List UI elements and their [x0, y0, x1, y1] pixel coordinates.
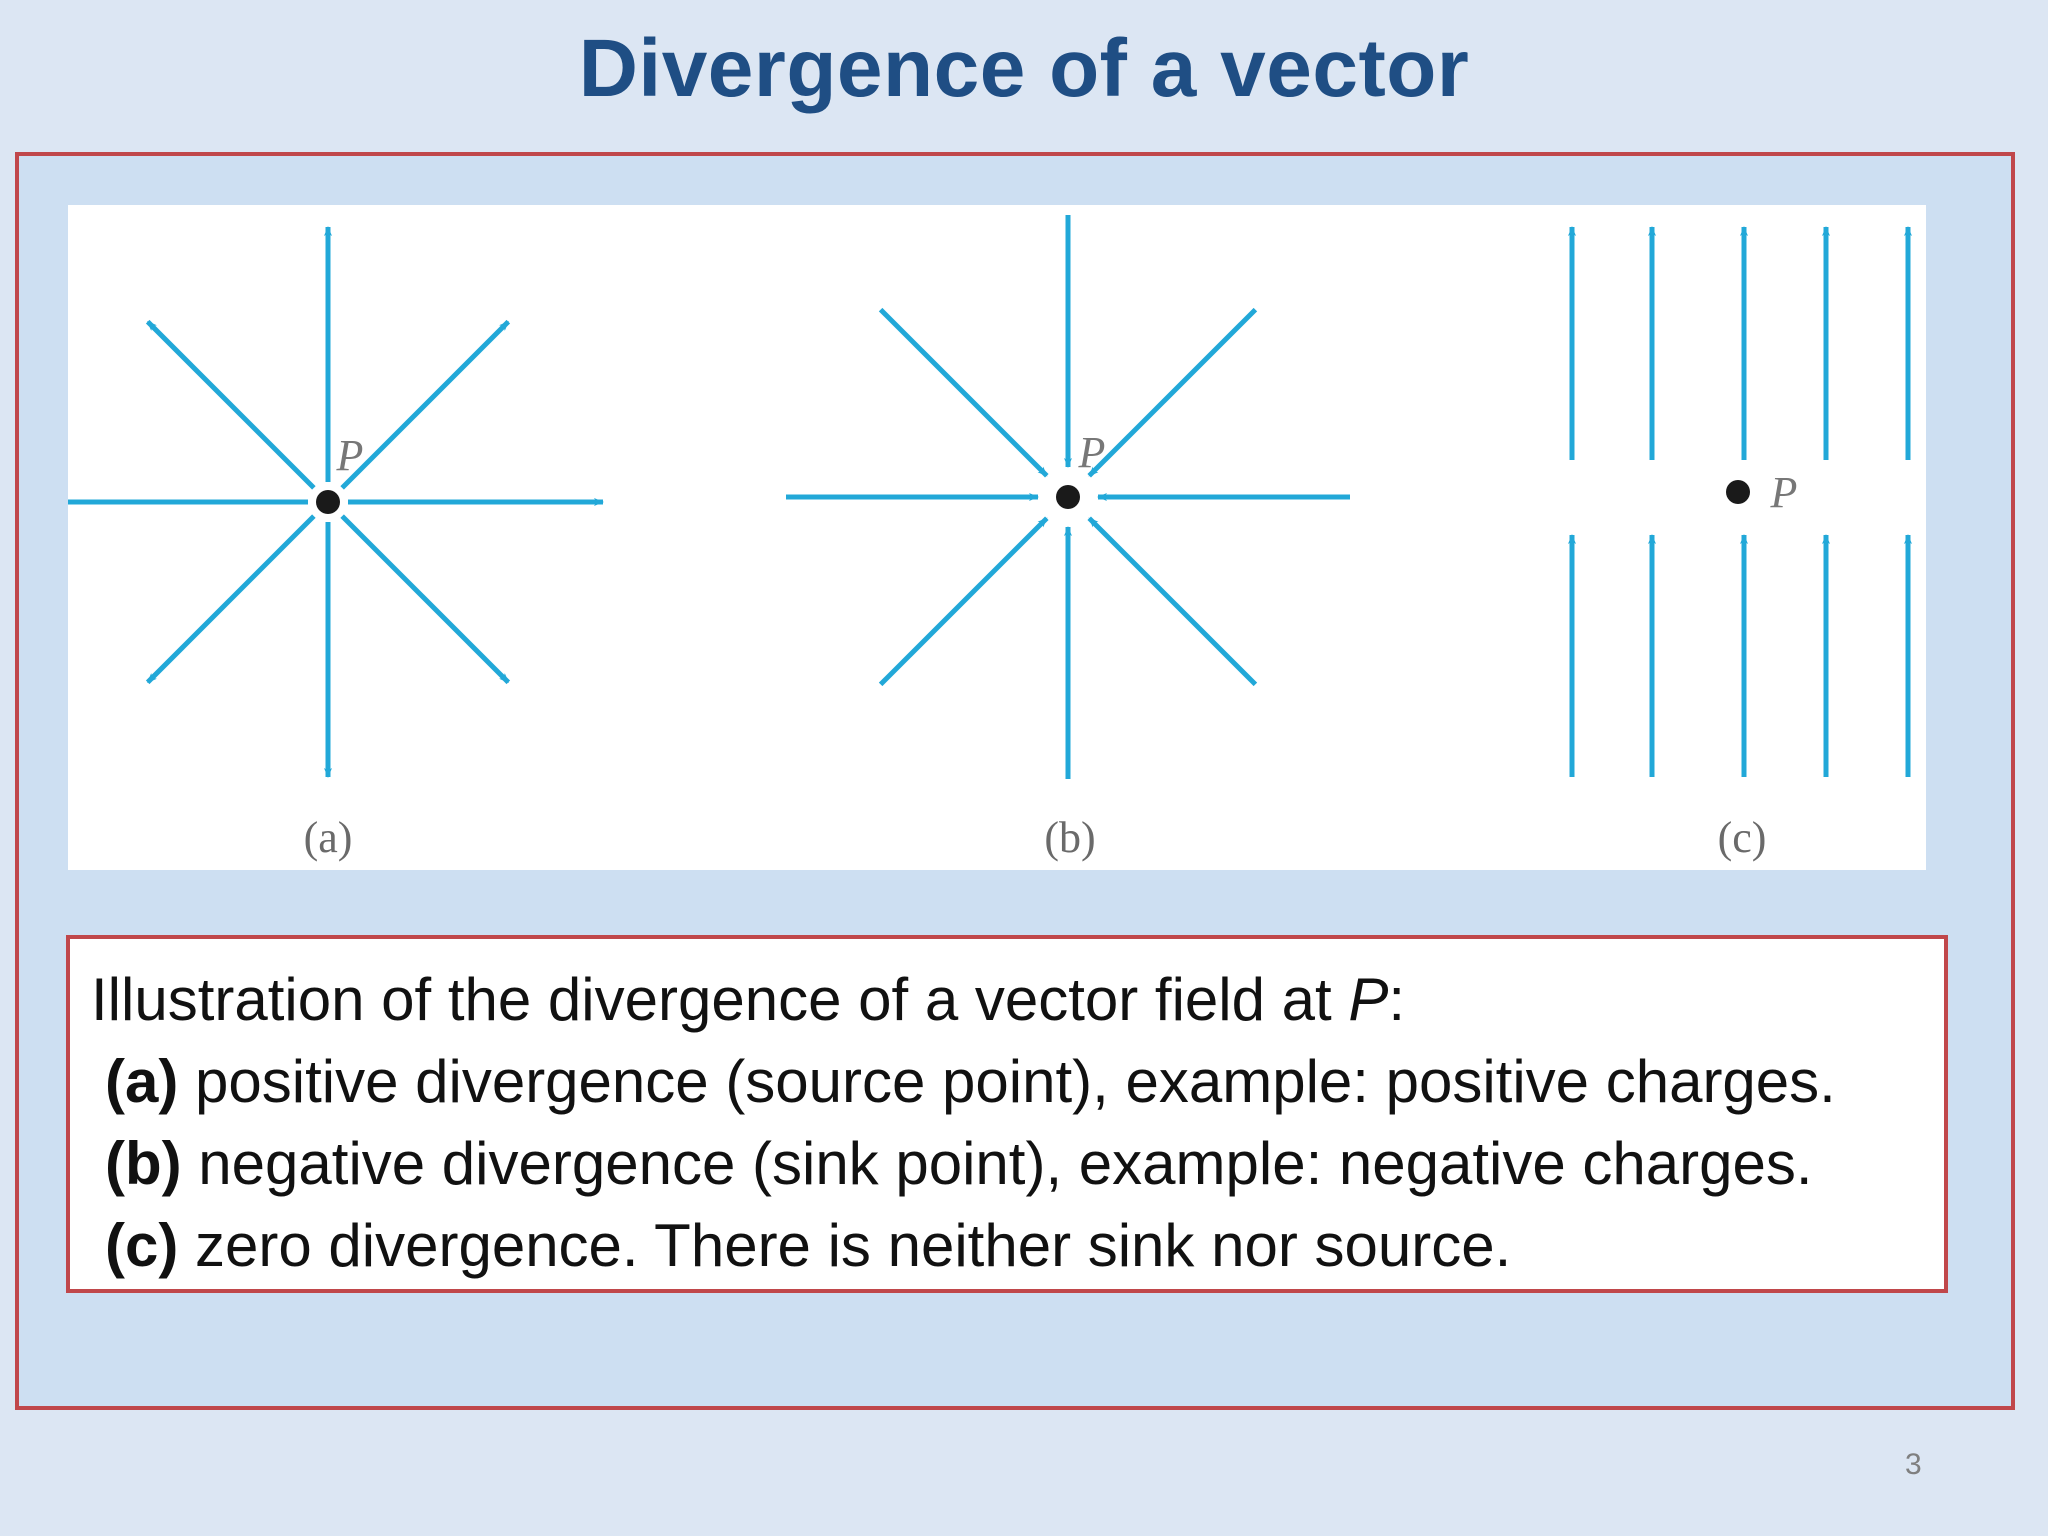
point-p-label: P [1770, 468, 1798, 517]
caption-item-tag: (a) [105, 1048, 179, 1115]
caption-item-c: (c) zero divergence. There is neither si… [91, 1205, 1926, 1287]
caption-intro-text: Illustration of the divergence of a vect… [91, 966, 1349, 1033]
caption-item-text: zero divergence. There is neither sink n… [178, 1212, 1512, 1279]
panel-label-a: (a) [304, 813, 353, 862]
page-number: 3 [1905, 1448, 1922, 1481]
caption-item-b: (b) negative divergence (sink point), ex… [91, 1123, 1926, 1205]
panel-a-source-field: P (a) [68, 226, 604, 862]
caption-item-tag: (c) [105, 1212, 179, 1279]
caption-intro-variable: P [1348, 966, 1389, 1033]
panel-b-sink-field: P (b) [786, 215, 1350, 862]
caption-item-tag: (b) [105, 1130, 182, 1197]
outward-arrow [145, 319, 316, 490]
inward-arrow [878, 516, 1049, 687]
inward-arrow [878, 307, 1049, 478]
point-p-dot [1726, 480, 1750, 504]
point-p-dot [316, 490, 340, 514]
inward-arrow [1087, 307, 1258, 478]
caption-item-text: negative divergence (sink point), exampl… [181, 1130, 1813, 1197]
point-p-label: P [336, 431, 364, 480]
caption-intro: Illustration of the divergence of a vect… [91, 959, 1926, 1041]
outward-arrow [145, 514, 316, 685]
divergence-figure: P (a) P (b) P (c) [68, 205, 1926, 870]
point-p-dot [1056, 485, 1080, 509]
caption-intro-colon: : [1388, 966, 1406, 1033]
slide-title: Divergence of a vector [578, 23, 1470, 114]
caption-item-a: (a) positive divergence (source point), … [91, 1041, 1926, 1123]
panel-c-uniform-field: P (c) [1568, 226, 1912, 862]
panel-label-b: (b) [1044, 813, 1095, 862]
inward-arrow [1087, 516, 1258, 687]
outward-arrow [340, 319, 511, 490]
point-p-label: P [1078, 428, 1106, 477]
caption-box: Illustration of the divergence of a vect… [66, 935, 1948, 1293]
outward-arrow [340, 514, 511, 685]
caption-item-text: positive divergence (source point), exam… [178, 1048, 1836, 1115]
panel-label-c: (c) [1718, 813, 1767, 862]
divergence-diagram: P (a) P (b) P (c) [68, 215, 1912, 862]
